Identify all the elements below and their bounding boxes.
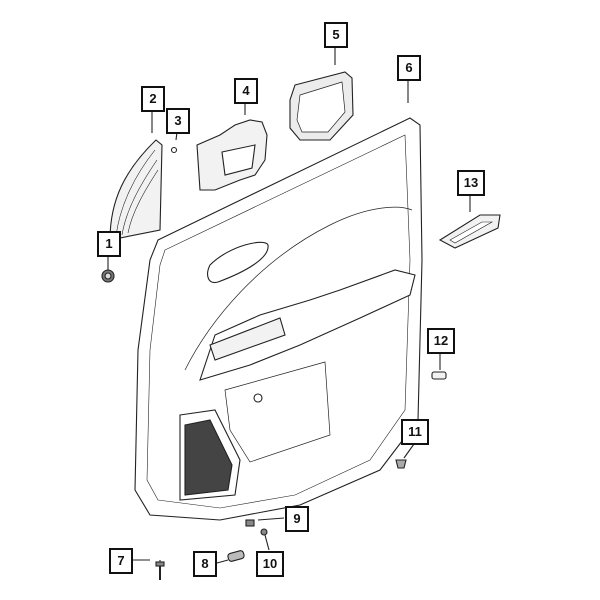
callout-12: 12 [427,328,455,354]
callout-7: 7 [109,548,133,574]
part-11-clip [395,459,407,469]
callout-10: 10 [256,551,284,577]
part-10-screw [260,528,268,536]
callout-8: 8 [193,551,217,577]
part-6-door-trim-panel [134,117,423,521]
callout-5: 5 [324,22,348,48]
callout-4: 4 [234,78,258,104]
part-2-mirror-trim [109,139,163,241]
callout-11: 11 [401,419,429,445]
callout-3: 3 [166,108,190,134]
callout-1: 1 [97,231,121,257]
part-1-push-pin [101,269,115,283]
part-9-clip [245,519,255,527]
part-8-cover [227,550,245,562]
callout-13: 13 [457,170,485,196]
part-3-clip [170,146,178,154]
part-7-screw [155,561,165,580]
callout-6: 6 [397,55,421,81]
part-12-plug [431,371,447,380]
callout-2: 2 [141,86,165,112]
part-4-handle-bezel [196,119,268,191]
callout-9: 9 [285,506,309,532]
